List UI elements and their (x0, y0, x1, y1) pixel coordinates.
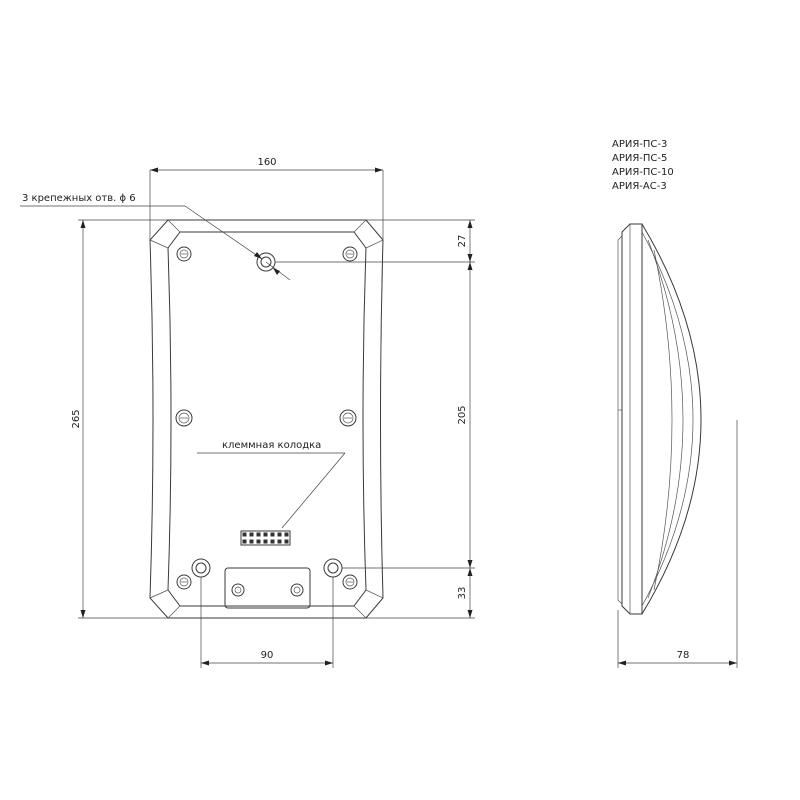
terminal-cell (270, 532, 275, 537)
terminal-cell (242, 539, 247, 544)
dim-width-total: 160 (257, 157, 276, 168)
dim-hole-spacing-vertical: 205 (457, 405, 468, 424)
dim-depth: 78 (677, 650, 690, 661)
screw-middle-right-icon (339, 409, 357, 427)
mount-hole-bottom-right-icon (323, 558, 343, 578)
model-list: АРИЯ-ПС-3 АРИЯ-ПС-5 АРИЯ-ПС-10 АРИЯ-АС-3 (612, 139, 674, 192)
terminal-cell (249, 532, 254, 537)
terminal-cell (249, 539, 254, 544)
label-terminal-block: клеммная колодка (222, 440, 321, 451)
front-view (149, 219, 384, 619)
terminal-cell (277, 532, 282, 537)
terminal-cell (263, 532, 268, 537)
dim-height-total: 265 (71, 409, 82, 428)
terminal-cell (256, 532, 261, 537)
terminal-cell (284, 539, 289, 544)
housing-outer-contour (149, 219, 384, 619)
model-item: АРИЯ-АС-3 (612, 181, 667, 192)
annotations: 3 крепежных отв. ϕ 6 клеммная колодка (20, 193, 346, 529)
terminal-cell (242, 532, 247, 537)
terminal-cell (270, 539, 275, 544)
model-item: АРИЯ-ПС-10 (612, 167, 674, 178)
housing-inner-contour (167, 231, 367, 607)
terminal-cell (256, 539, 261, 544)
terminal-cell (284, 532, 289, 537)
screw-middle-left-icon (175, 409, 193, 427)
terminal-cell (277, 539, 282, 544)
screw-bottom-left-icon (176, 574, 192, 590)
label-mount-holes: 3 крепежных отв. ϕ 6 (22, 193, 136, 204)
model-item: АРИЯ-ПС-5 (612, 153, 667, 164)
terminal-block-icon (240, 530, 291, 546)
dimension-lines: 160 265 27 205 33 90 (71, 157, 475, 668)
dim-bottom-to-hole: 33 (457, 587, 468, 600)
dim-top-to-hole: 27 (457, 235, 468, 248)
cable-entry-plate (224, 567, 311, 609)
screw-top-left-icon (176, 246, 192, 262)
mount-hole-bottom-left-icon (191, 558, 211, 578)
screw-top-right-icon (342, 246, 358, 262)
screw-bottom-right-icon (342, 574, 358, 590)
terminal-cell (263, 539, 268, 544)
side-view: 78 (617, 223, 738, 668)
dim-hole-spacing-horizontal: 90 (261, 650, 274, 661)
model-item: АРИЯ-ПС-3 (612, 139, 667, 150)
